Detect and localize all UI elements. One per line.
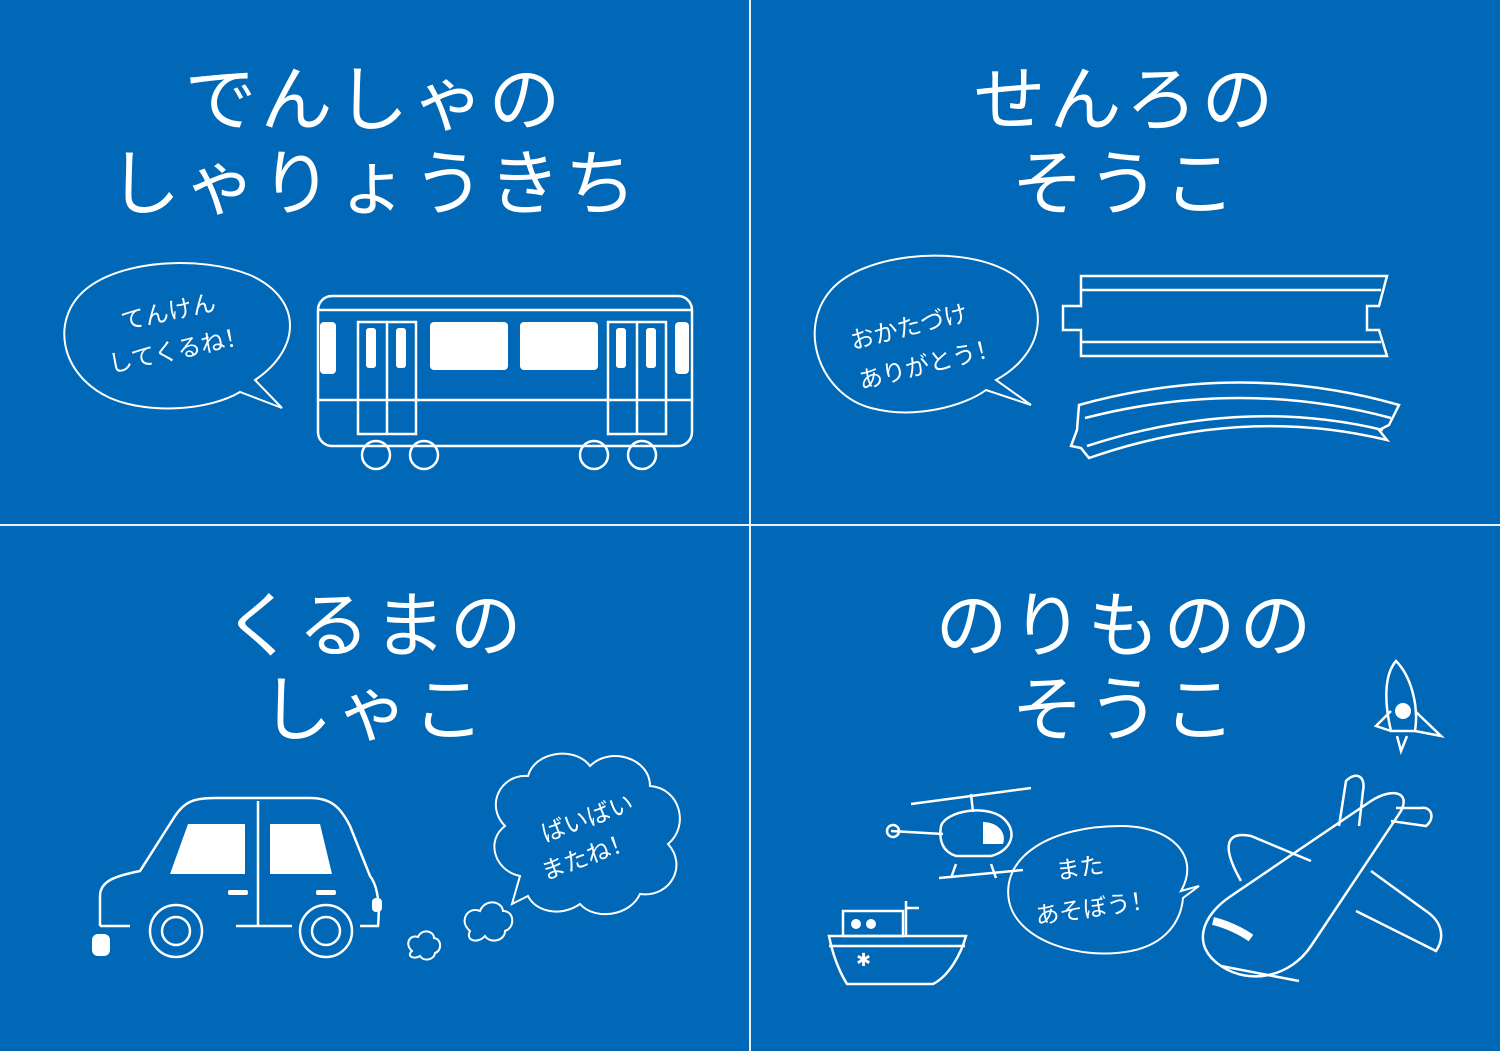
panel-vehicle-storage: のりものの そうこ xyxy=(751,526,1500,1050)
train-icon xyxy=(316,294,694,471)
title-line-2: そうこ xyxy=(1011,142,1240,226)
title-line-2: そうこ xyxy=(1011,668,1240,752)
panel-title: くるまの しゃこ xyxy=(0,584,749,752)
title-line-1: くるまの xyxy=(223,584,526,668)
vehicles-illustration: ✱ また あそぼう！ xyxy=(827,659,1445,986)
panel-car-garage: くるまの しゃこ ばいばい またね！ xyxy=(0,526,749,1050)
title-line-2: しゃりょうきち xyxy=(108,142,641,226)
title-line-1: せんろの xyxy=(973,58,1278,142)
bubble-line-1: てんけん xyxy=(118,289,218,336)
cloud-speech-bubble: ばいばい またね！ xyxy=(493,752,681,916)
speech-bubble: おかたづけ ありがとう！ xyxy=(813,254,1039,414)
airplane-icon xyxy=(1201,774,1443,983)
helicopter-icon xyxy=(885,786,1032,880)
title-line-2: しゃこ xyxy=(260,668,489,752)
title-line-1: のりものの xyxy=(935,584,1316,668)
title-line-1: でんしゃの xyxy=(184,58,565,142)
horizontal-divider xyxy=(0,524,1500,526)
train-illustration: てんけん してくるね！ xyxy=(63,262,694,471)
panel-rail-storage: せんろの そうこ おかたづけ ありがとう！ xyxy=(751,0,1500,524)
speech-bubble: また あそぼう！ xyxy=(1007,824,1200,955)
rail-track-icon xyxy=(1061,274,1389,358)
rocket-icon xyxy=(1373,659,1445,755)
svg-text:✱: ✱ xyxy=(856,950,871,971)
curved-rail-icon xyxy=(1069,381,1401,460)
car-illustration: ばいばい またね！ xyxy=(92,752,681,961)
bubble-line-2: あそぼう！ xyxy=(1034,886,1157,930)
panel-title: でんしゃの しゃりょうきち xyxy=(0,58,749,226)
rail-illustration: おかたづけ ありがとう！ xyxy=(813,254,1401,460)
panel-title: せんろの そうこ xyxy=(751,58,1500,226)
exhaust-puffs xyxy=(407,901,514,961)
ship-icon xyxy=(827,901,968,986)
panel-train-depot: でんしゃの しゃりょうきち てんけん してくるね！ xyxy=(0,0,749,524)
car-icon xyxy=(98,796,380,959)
panel-title: のりものの そうこ xyxy=(751,584,1500,752)
speech-bubble: てんけん してくるね！ xyxy=(63,262,291,410)
bubble-line-1: また xyxy=(1054,851,1105,885)
